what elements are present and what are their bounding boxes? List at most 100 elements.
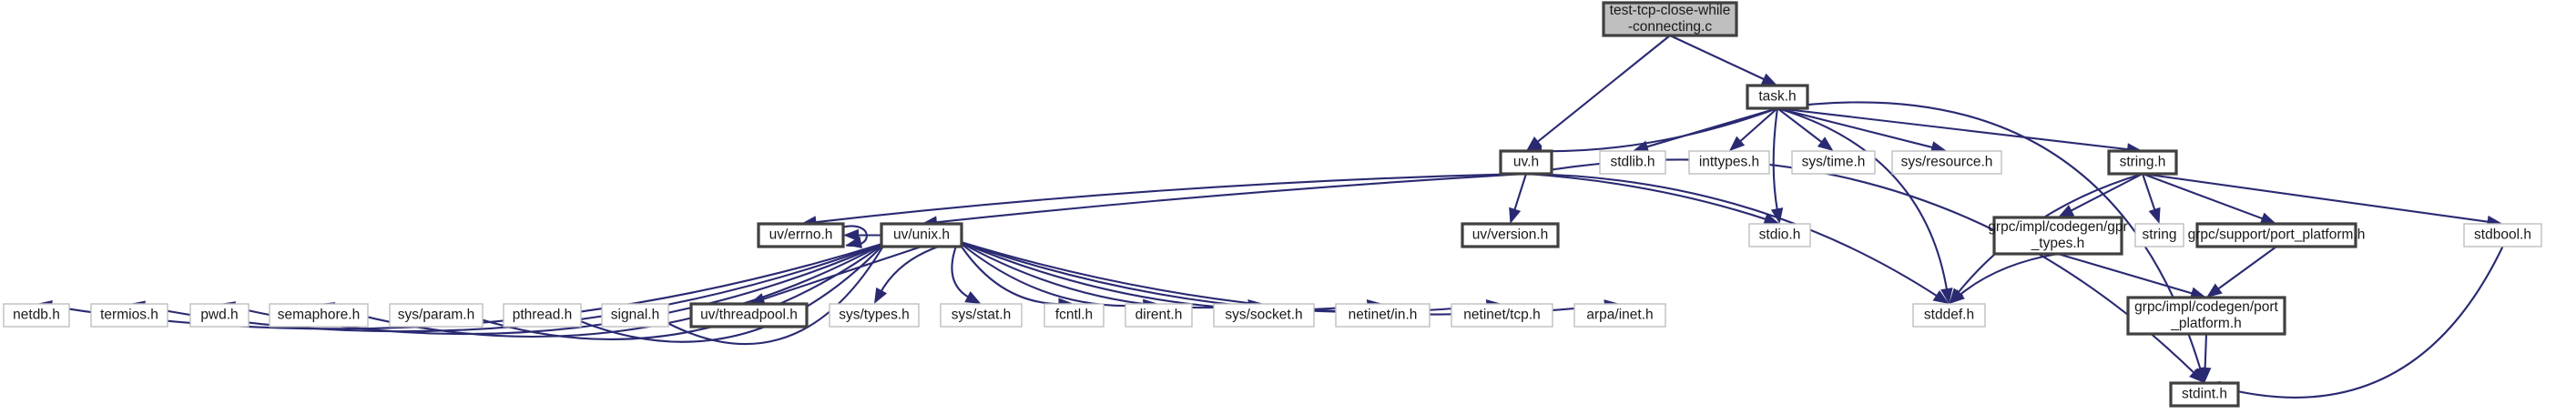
graph-node-fcntl[interactable]: fcntl.h bbox=[1044, 303, 1105, 328]
graph-node-netinetin[interactable]: netinet/in.h bbox=[1335, 303, 1431, 328]
graph-node-sysstat[interactable]: sys/stat.h bbox=[940, 303, 1023, 328]
graph-node-netdb[interactable]: netdb.h bbox=[3, 303, 70, 328]
arrowhead bbox=[1949, 288, 1965, 304]
node-box[interactable] bbox=[880, 222, 963, 248]
edge-string_h-to-supportpp bbox=[2142, 173, 2266, 221]
edge-string_h-to-gprtypes bbox=[2068, 173, 2143, 213]
arrowhead bbox=[843, 228, 859, 242]
graph-node-uv[interactable]: uv.h bbox=[1499, 149, 1553, 176]
edge-stdbool-to-stdint bbox=[2215, 246, 2504, 399]
node-box[interactable] bbox=[2195, 222, 2357, 248]
edge-uv-to-uvversion bbox=[1512, 173, 1528, 213]
node-box[interactable] bbox=[389, 303, 484, 328]
arrowhead bbox=[748, 293, 766, 306]
graph-node-syssocket[interactable]: sys/socket.h bbox=[1213, 303, 1315, 328]
graph-node-netinettcp[interactable]: netinet/tcp.h bbox=[1451, 303, 1553, 328]
graph-node-semaphore[interactable]: semaphore.h bbox=[269, 303, 369, 328]
graph-node-dirent[interactable]: dirent.h bbox=[1125, 303, 1193, 328]
edge-uvunix-to-uvthreadpool bbox=[759, 246, 922, 301]
graph-node-string_cpp[interactable]: string bbox=[2134, 223, 2184, 247]
edge-uvunix-to-systypes bbox=[879, 239, 959, 295]
graph-node-signal[interactable]: signal.h bbox=[601, 303, 669, 328]
node-box[interactable] bbox=[3, 303, 70, 328]
node-box[interactable] bbox=[1499, 149, 1553, 176]
edge-uvunix-to-syssocket bbox=[957, 240, 1253, 309]
node-box[interactable] bbox=[2134, 223, 2184, 247]
node-box[interactable] bbox=[1044, 303, 1105, 328]
graph-node-codegenpp[interactable]: grpc/impl/codegen/port_platform.h bbox=[2126, 296, 2286, 336]
arrowhead bbox=[2198, 367, 2212, 383]
node-box[interactable] bbox=[1573, 303, 1666, 328]
arrowhead bbox=[2259, 212, 2276, 225]
arrowhead bbox=[1817, 136, 1834, 151]
node-box[interactable] bbox=[2126, 296, 2286, 336]
node-box[interactable] bbox=[503, 303, 582, 328]
node-box[interactable] bbox=[1912, 303, 1986, 328]
edge-task-to-stdlib bbox=[1644, 106, 1778, 149]
graph-node-stdio[interactable]: stdio.h bbox=[1748, 223, 1811, 247]
edge-uv-to-uverrno bbox=[812, 172, 1527, 224]
graph-node-arpainet[interactable]: arpa/inet.h bbox=[1573, 303, 1666, 328]
node-box[interactable] bbox=[689, 302, 809, 328]
edge-uvunix-to-pthread bbox=[552, 242, 886, 343]
graph-node-inttypes[interactable]: inttypes.h bbox=[1688, 150, 1770, 175]
graph-node-gprtypes[interactable]: grpc/impl/codegen/gpr_types.h bbox=[1988, 216, 2128, 256]
node-box[interactable] bbox=[940, 303, 1023, 328]
graph-node-systypes[interactable]: sys/types.h bbox=[829, 303, 920, 328]
arrowhead bbox=[2189, 368, 2204, 383]
graph-node-uvunix[interactable]: uv/unix.h bbox=[880, 222, 963, 248]
node-box[interactable] bbox=[1599, 150, 1666, 175]
arrowhead bbox=[846, 236, 863, 248]
graph-node-stdbool[interactable]: stdbool.h bbox=[2463, 223, 2542, 247]
graph-node-uverrno[interactable]: uv/errno.h bbox=[757, 222, 845, 248]
node-box[interactable] bbox=[1688, 150, 1770, 175]
arrowhead bbox=[1729, 136, 1746, 151]
node-box[interactable] bbox=[1992, 216, 2123, 256]
arrowhead bbox=[1526, 136, 1543, 151]
arrowhead bbox=[874, 287, 888, 304]
arrowhead bbox=[1763, 213, 1780, 226]
node-box[interactable] bbox=[757, 222, 845, 248]
graph-node-uvthreadpool[interactable]: uv/threadpool.h bbox=[689, 302, 809, 328]
graph-node-termios[interactable]: termios.h bbox=[90, 303, 168, 328]
edge-task-to-sysresource bbox=[1777, 106, 1936, 149]
graph-node-task[interactable]: task.h bbox=[1746, 84, 1809, 110]
graph-node-uvversion[interactable]: uv/version.h bbox=[1461, 222, 1560, 248]
arrowhead bbox=[2148, 207, 2161, 224]
node-box[interactable] bbox=[1451, 303, 1553, 328]
node-box[interactable] bbox=[2107, 149, 2178, 176]
graph-node-stdint[interactable]: stdint.h bbox=[2169, 381, 2240, 408]
node-box[interactable] bbox=[2169, 381, 2240, 408]
node-box[interactable] bbox=[1791, 150, 1876, 175]
node-box[interactable] bbox=[1125, 303, 1193, 328]
node-box[interactable] bbox=[1461, 222, 1560, 248]
graph-node-stdlib[interactable]: stdlib.h bbox=[1599, 150, 1666, 175]
edge-root-to-uv bbox=[1534, 35, 1671, 145]
node-box[interactable] bbox=[1602, 1, 1738, 37]
graph-node-supportpp[interactable]: grpc/support/port_platform.h bbox=[2188, 222, 2366, 248]
node-box[interactable] bbox=[1746, 84, 1809, 110]
node-box[interactable] bbox=[2463, 223, 2542, 247]
node-box[interactable] bbox=[601, 303, 669, 328]
graph-node-sysresource[interactable]: sys/resource.h bbox=[1891, 150, 2002, 175]
node-box[interactable] bbox=[829, 303, 920, 328]
node-box[interactable] bbox=[1335, 303, 1431, 328]
node-box[interactable] bbox=[1748, 223, 1811, 247]
graph-node-root[interactable]: test-tcp-close-while-connecting.c bbox=[1602, 1, 1738, 37]
graph-node-pwd[interactable]: pwd.h bbox=[189, 303, 249, 328]
node-box[interactable] bbox=[1891, 150, 2002, 175]
edge-gprtypes-to-codegenpp bbox=[2057, 252, 2195, 296]
arrowhead bbox=[964, 291, 982, 304]
graph-node-systime[interactable]: sys/time.h bbox=[1791, 150, 1876, 175]
graph-node-stddef[interactable]: stddef.h bbox=[1912, 303, 1986, 328]
edge-uvunix-to-dirent bbox=[957, 240, 1147, 308]
edge-uvunix-to-fcntl bbox=[957, 240, 1063, 306]
graph-node-sysparam[interactable]: sys/param.h bbox=[389, 303, 484, 328]
node-box[interactable] bbox=[1213, 303, 1315, 328]
arrowhead bbox=[1760, 73, 1777, 86]
node-box[interactable] bbox=[90, 303, 168, 328]
node-box[interactable] bbox=[189, 303, 249, 328]
node-box[interactable] bbox=[269, 303, 369, 328]
graph-node-pthread[interactable]: pthread.h bbox=[503, 303, 582, 328]
graph-node-string_h[interactable]: string.h bbox=[2107, 149, 2178, 176]
